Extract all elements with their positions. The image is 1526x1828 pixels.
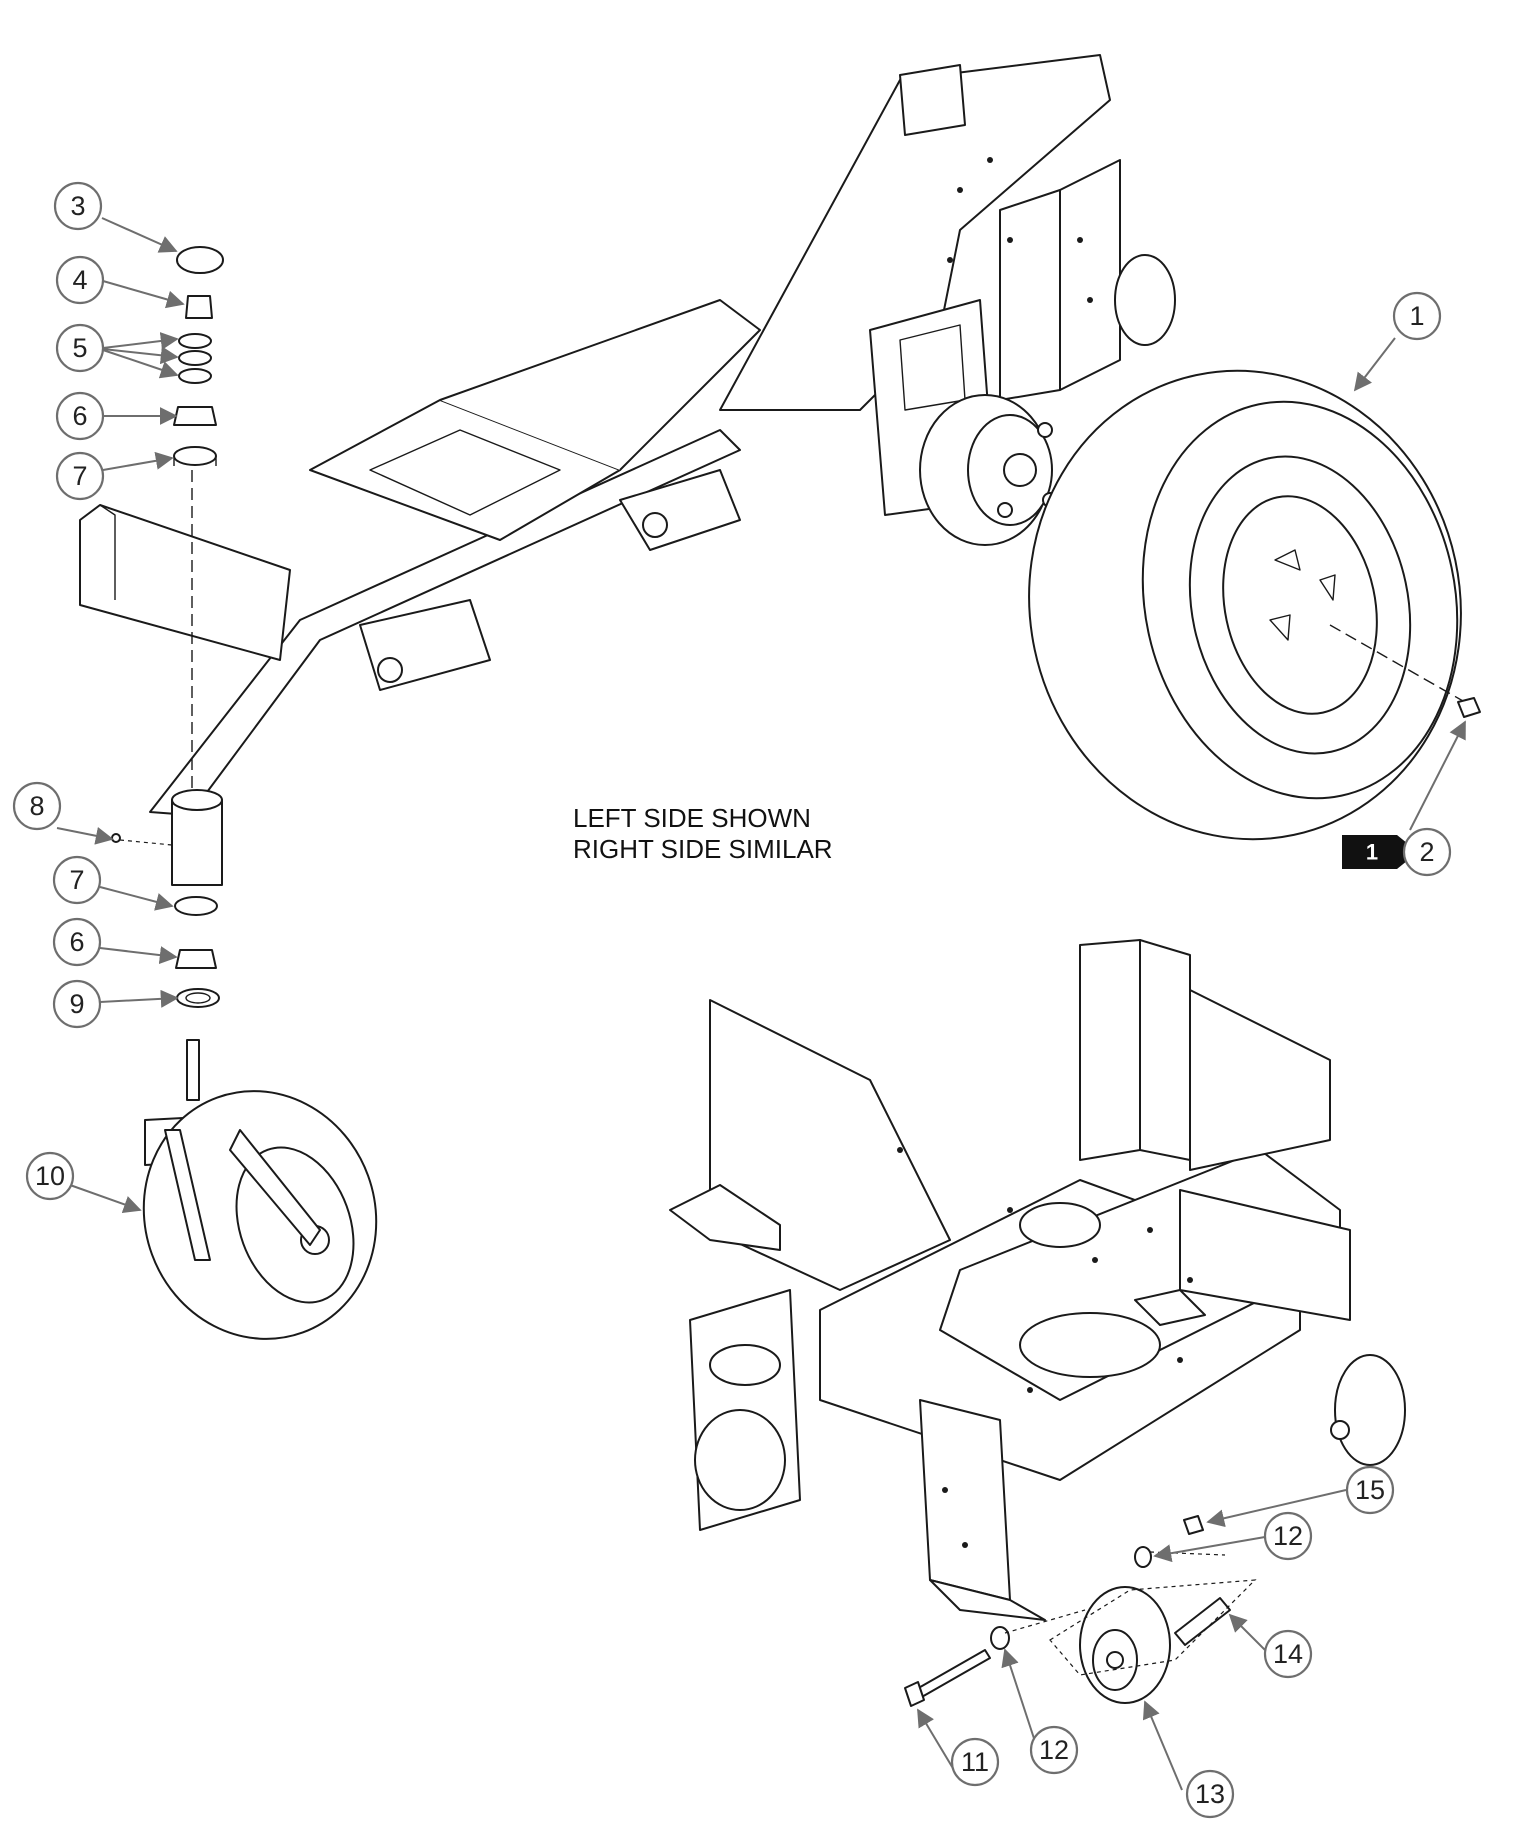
rear-anti-scalp-wheel — [1334, 1354, 1406, 1466]
callout-12-lower-label: 12 — [1039, 1735, 1069, 1765]
roller-spacer — [1174, 1597, 1231, 1646]
callout-10-label: 10 — [35, 1161, 65, 1191]
lock-nut — [185, 295, 213, 319]
tapered-bearing-top — [173, 406, 217, 426]
callout-3: 3 — [53, 181, 103, 231]
drive-tire — [1028, 369, 1481, 841]
caster-housing — [171, 799, 223, 886]
callout-12-upper: 12 — [1263, 1511, 1313, 1561]
callout-1: 1 — [1392, 291, 1442, 341]
seal — [176, 988, 220, 1008]
callout-9-label: 9 — [69, 989, 84, 1019]
callout-4-label: 4 — [72, 265, 87, 295]
callout-15-label: 15 — [1355, 1475, 1385, 1505]
washer-lower — [990, 1626, 1010, 1650]
anti-scalp-nut — [1183, 1515, 1204, 1535]
callout-8-label: 8 — [29, 791, 44, 821]
dust-cap — [176, 246, 224, 274]
bearing-race-top — [173, 446, 217, 466]
callout-3-label: 3 — [70, 191, 85, 221]
callout-7-top: 7 — [55, 451, 105, 501]
callout-leaders — [56, 217, 1466, 1791]
washer-upper — [1134, 1546, 1152, 1568]
washer-2 — [178, 350, 212, 366]
callout-12-lower: 12 — [1029, 1725, 1079, 1775]
callout-10: 10 — [25, 1151, 75, 1201]
callout-13-label: 13 — [1195, 1779, 1225, 1809]
callout-7-bottom-label: 7 — [69, 865, 84, 895]
washer-1 — [178, 333, 212, 349]
caster-stack — [111, 246, 378, 1340]
lug-nut — [1457, 697, 1481, 718]
caster-spindle — [186, 1039, 200, 1101]
callout-12-upper-label: 12 — [1273, 1521, 1303, 1551]
anti-scalp-bolt — [914, 1649, 991, 1699]
callout-1-label: 1 — [1409, 301, 1424, 331]
lower-frame-assembly — [669, 939, 1406, 1707]
callout-8: 8 — [12, 781, 62, 831]
callout-14: 14 — [1263, 1629, 1313, 1679]
callout-9: 9 — [52, 979, 102, 1029]
callout-5-label: 5 — [72, 333, 87, 363]
washer-3 — [178, 368, 212, 384]
grease-fitting — [111, 833, 121, 843]
callout-6-top-label: 6 — [72, 401, 87, 431]
callout-6-bottom: 6 — [52, 917, 102, 967]
callout-11: 11 — [950, 1737, 1000, 1787]
reference-tag: 1 — [1342, 835, 1418, 869]
reference-tag-label: 1 — [1366, 840, 1378, 865]
callout-11-label: 11 — [961, 1747, 989, 1777]
callout-2: 2 — [1402, 827, 1452, 877]
callout-4: 4 — [55, 255, 105, 305]
callout-2-label: 2 — [1419, 837, 1434, 867]
callout-5: 5 — [55, 323, 105, 373]
callout-6-top: 6 — [55, 391, 105, 441]
upper-frame-assembly — [79, 54, 1176, 816]
callout-7-bottom: 7 — [52, 855, 102, 905]
callout-6-bottom-label: 6 — [69, 927, 84, 957]
callout-13: 13 — [1185, 1769, 1235, 1819]
callout-14-label: 14 — [1273, 1639, 1303, 1669]
tapered-bearing-bottom — [175, 949, 217, 969]
view-note-line2: RIGHT SIDE SIMILAR — [573, 834, 833, 864]
callout-7-top-label: 7 — [72, 461, 87, 491]
bearing-race-bottom — [174, 896, 218, 916]
callout-15: 15 — [1345, 1465, 1395, 1515]
view-note-line1: LEFT SIDE SHOWN — [573, 803, 811, 833]
